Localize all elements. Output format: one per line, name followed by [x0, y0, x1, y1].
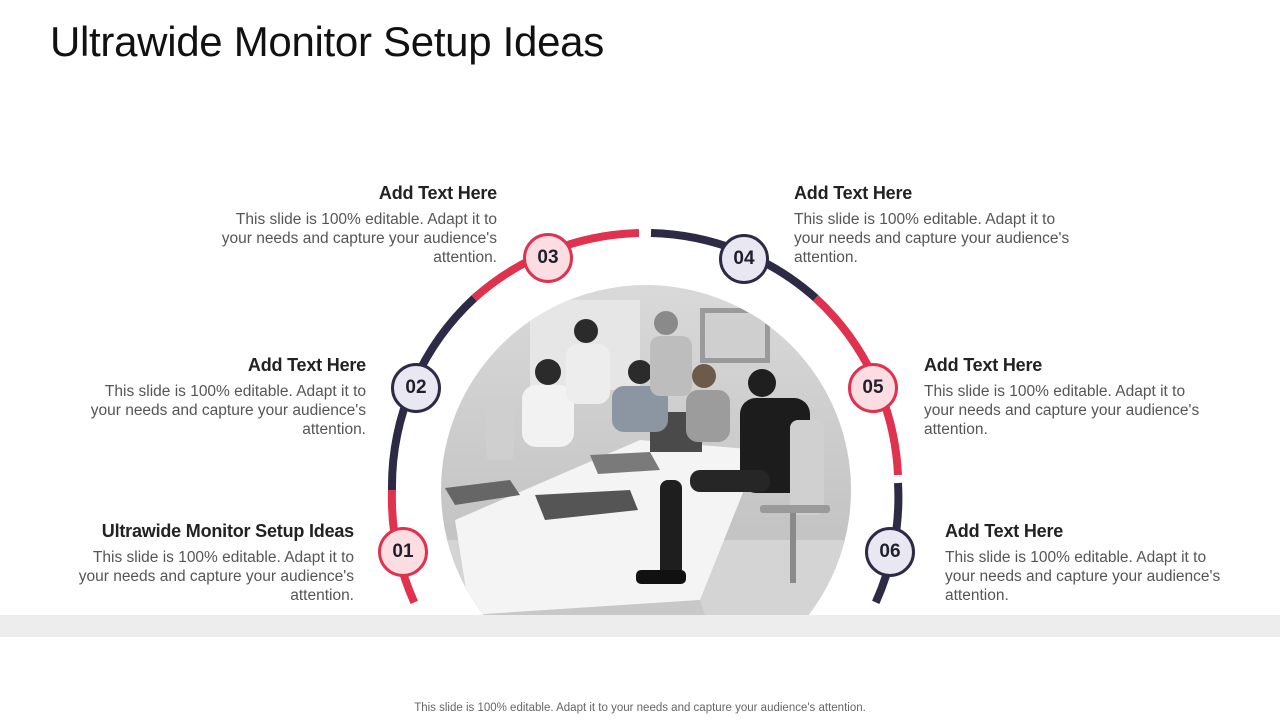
item-heading: Add Text Here — [945, 521, 1064, 541]
item-text: This slide is 100% editable. Adapt it to… — [924, 383, 1200, 438]
team-meeting-photo — [441, 285, 851, 615]
item-text: This slide is 100% editable. Adapt it to… — [794, 211, 1070, 266]
item-heading: Add Text Here — [794, 183, 913, 203]
step-badge-05: 05 — [848, 363, 898, 413]
item-heading: Add Text Here — [924, 355, 1043, 375]
text-block-06: Add Text Here This slide is 100% editabl… — [945, 521, 1225, 605]
text-block-04: Add Text Here This slide is 100% editabl… — [794, 183, 1074, 267]
slide-title: Ultrawide Monitor Setup Ideas — [50, 18, 604, 65]
text-block-01: Ultrawide Monitor Setup Ideas This slide… — [74, 521, 354, 605]
step-badge-02: 02 — [391, 363, 441, 413]
bottom-band — [0, 615, 1280, 637]
step-badge-06: 06 — [865, 527, 915, 577]
step-badge-04: 04 — [719, 234, 769, 284]
item-text: This slide is 100% editable. Adapt it to… — [945, 549, 1221, 604]
item-text: This slide is 100% editable. Adapt it to… — [90, 383, 366, 438]
footer-note: This slide is 100% editable. Adapt it to… — [414, 702, 866, 714]
item-heading: Add Text Here — [247, 355, 366, 375]
ring-graphic — [387, 229, 903, 615]
text-block-03: Add Text Here This slide is 100% editabl… — [217, 183, 497, 267]
text-block-05: Add Text Here This slide is 100% editabl… — [924, 355, 1204, 439]
step-badge-03: 03 — [523, 233, 573, 283]
item-text: This slide is 100% editable. Adapt it to… — [78, 549, 354, 604]
item-text: This slide is 100% editable. Adapt it to… — [221, 211, 497, 266]
item-heading: Ultrawide Monitor Setup Ideas — [101, 521, 354, 541]
item-heading: Add Text Here — [378, 183, 497, 203]
step-badge-01: 01 — [378, 527, 428, 577]
diagram-stage: 01 02 03 04 05 06 Ultrawide Monitor Setu… — [74, 183, 1225, 615]
text-block-02: Add Text Here This slide is 100% editabl… — [86, 355, 366, 439]
